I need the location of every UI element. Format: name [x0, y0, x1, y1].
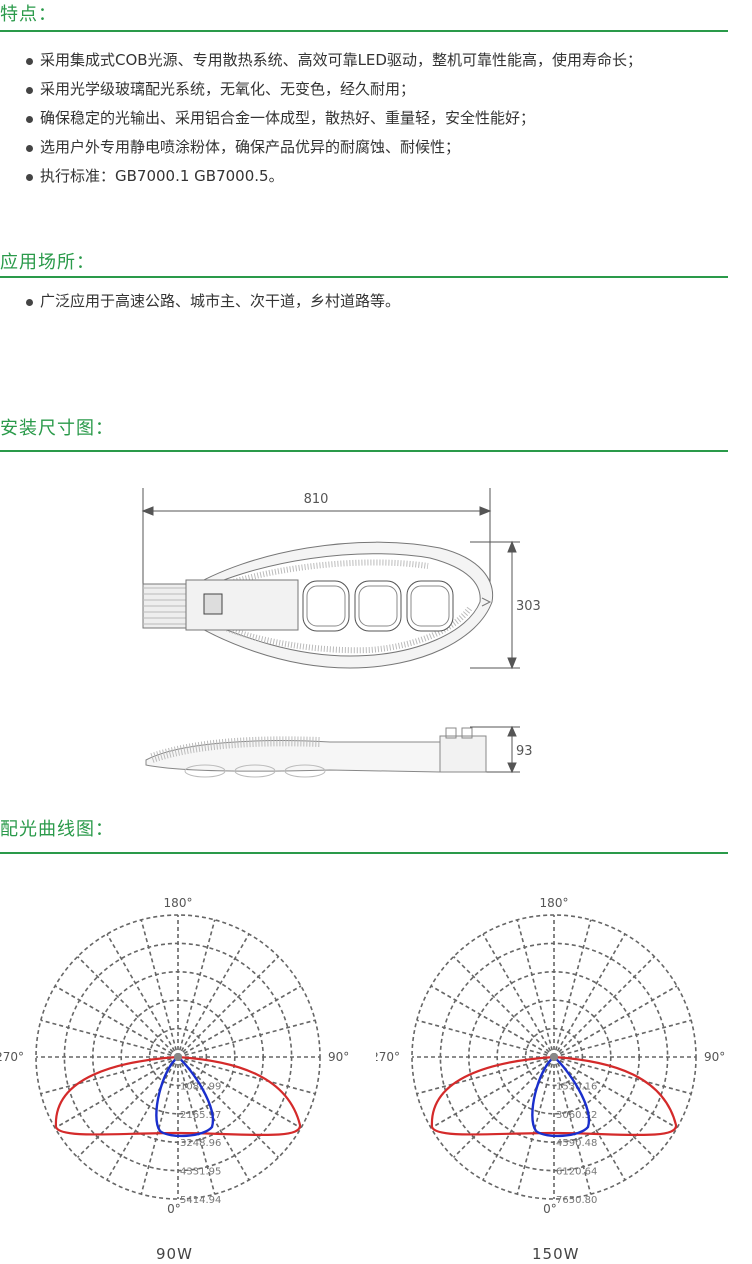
polar-spoke — [40, 1056, 179, 1095]
width-dimension — [470, 540, 520, 670]
polar-spoke — [416, 1056, 555, 1095]
distribution-curve-blue — [531, 1055, 591, 1138]
length-dimension — [141, 488, 492, 590]
applications-divider — [0, 276, 728, 278]
polar-spoke — [177, 985, 302, 1058]
angle-label-90: 90° — [704, 1050, 725, 1064]
ring-value-label: 4331.95 — [180, 1167, 221, 1178]
chart-caption-150w: 150W — [532, 1245, 580, 1263]
polar-spoke — [482, 1056, 555, 1181]
lamp-side-view — [145, 727, 487, 778]
polar-spoke — [177, 956, 279, 1058]
polar-spoke — [430, 1056, 555, 1129]
polar-spoke — [553, 1056, 692, 1095]
polar-spoke — [553, 985, 678, 1058]
polar-spoke — [177, 933, 250, 1058]
angle-label-0: 0° — [543, 1202, 557, 1216]
polar-spoke — [177, 919, 216, 1058]
angle-label-270: 270° — [0, 1050, 24, 1064]
polar-grid — [35, 914, 321, 1200]
polar-center-point — [550, 1053, 558, 1061]
ring-value-label: 5414.94 — [180, 1195, 221, 1206]
distribution-curve-red — [430, 1055, 678, 1137]
polar-spoke — [430, 985, 555, 1058]
polar-spoke — [140, 919, 179, 1058]
ring-value-label: 7650.80 — [556, 1195, 597, 1206]
chart-caption-90w: 90W — [156, 1245, 193, 1263]
polar-spoke — [177, 1019, 316, 1058]
polar-spoke — [54, 1056, 179, 1129]
polar-spoke — [177, 1056, 216, 1195]
polar-spoke — [140, 1056, 179, 1195]
angle-label-270: 270° — [376, 1050, 400, 1064]
light-curves-title: 配光曲线图： — [0, 819, 114, 840]
polar-spoke — [553, 1056, 655, 1158]
polar-spoke — [177, 1056, 316, 1095]
feature-item: 采用光学级玻璃配光系统，无氧化、无变色，经久耐用； — [24, 75, 642, 104]
polar-grid — [411, 914, 697, 1200]
dimension-drawing: 810 303 93 — [141, 488, 541, 778]
dimensions-title: 安装尺寸图： — [0, 418, 114, 439]
polar-spoke — [106, 1056, 179, 1181]
feature-item: 采用集成式COB光源、专用散热系统、高效可靠LED驱动，整机可靠性能高，使用寿命… — [24, 46, 642, 75]
angle-label-90: 90° — [328, 1050, 349, 1064]
polar-spoke — [553, 1056, 678, 1129]
polar-spoke — [177, 1056, 279, 1158]
polar-spoke — [553, 956, 655, 1058]
height-label: 93 — [516, 744, 533, 759]
polar-spoke — [106, 933, 179, 1058]
polar-spoke — [453, 1056, 555, 1158]
ring-value-label: 2165.97 — [180, 1110, 221, 1121]
polar-spoke — [553, 1056, 592, 1195]
feature-item: 执行标准：GB7000.1 GB7000.5。 — [24, 162, 642, 191]
features-divider — [0, 30, 728, 32]
ring-value-label: 3248.96 — [180, 1138, 221, 1149]
angle-label-180: 180° — [164, 896, 193, 910]
angle-label-180: 180° — [540, 896, 569, 910]
polar-spoke — [553, 919, 592, 1058]
lamp-top-view — [142, 541, 494, 669]
features-list: 采用集成式COB光源、专用散热系统、高效可靠LED驱动，整机可靠性能高，使用寿命… — [24, 46, 642, 191]
polar-spoke — [77, 956, 179, 1058]
angle-label-0: 0° — [167, 1202, 181, 1216]
application-item: 广泛应用于高速公路、城市主、次干道，乡村道路等。 — [24, 287, 400, 316]
ring-value-label: 6120.64 — [556, 1167, 597, 1178]
polar-spoke — [54, 985, 179, 1058]
applications-title: 应用场所： — [0, 252, 95, 273]
polar-spoke — [416, 1019, 555, 1058]
polar-chart-150w: 180°0°270°90°1530.163060.324590.486120.6… — [376, 896, 725, 1216]
polar-spoke — [77, 1056, 179, 1158]
width-label: 303 — [516, 599, 541, 614]
polar-center-point — [174, 1053, 182, 1061]
feature-item: 选用户外专用静电喷涂粉体，确保产品优异的耐腐蚀、耐候性； — [24, 133, 642, 162]
polar-spoke — [553, 933, 626, 1058]
polar-spoke — [177, 1056, 302, 1129]
polar-spoke — [516, 919, 555, 1058]
distribution-curve-red — [54, 1055, 302, 1137]
polar-spoke — [40, 1019, 179, 1058]
dimensions-divider — [0, 450, 728, 452]
features-title: 特点： — [0, 4, 57, 25]
feature-item: 确保稳定的光输出、采用铝合金一体成型，散热好、重量轻，安全性能好； — [24, 104, 642, 133]
light-curves-divider — [0, 852, 728, 854]
polar-spoke — [453, 956, 555, 1058]
polar-spoke — [516, 1056, 555, 1195]
polar-spoke — [482, 933, 555, 1058]
length-label: 810 — [304, 492, 329, 507]
polar-chart-90w: 180°0°270°90°1082.992165.973248.964331.9… — [0, 896, 349, 1216]
polar-spoke — [553, 1019, 692, 1058]
applications-list: 广泛应用于高速公路、城市主、次干道，乡村道路等。 — [24, 287, 400, 316]
ring-value-label: 3060.32 — [556, 1110, 597, 1121]
distribution-curve-blue — [155, 1055, 215, 1138]
ring-value-label: 4590.48 — [556, 1138, 597, 1149]
